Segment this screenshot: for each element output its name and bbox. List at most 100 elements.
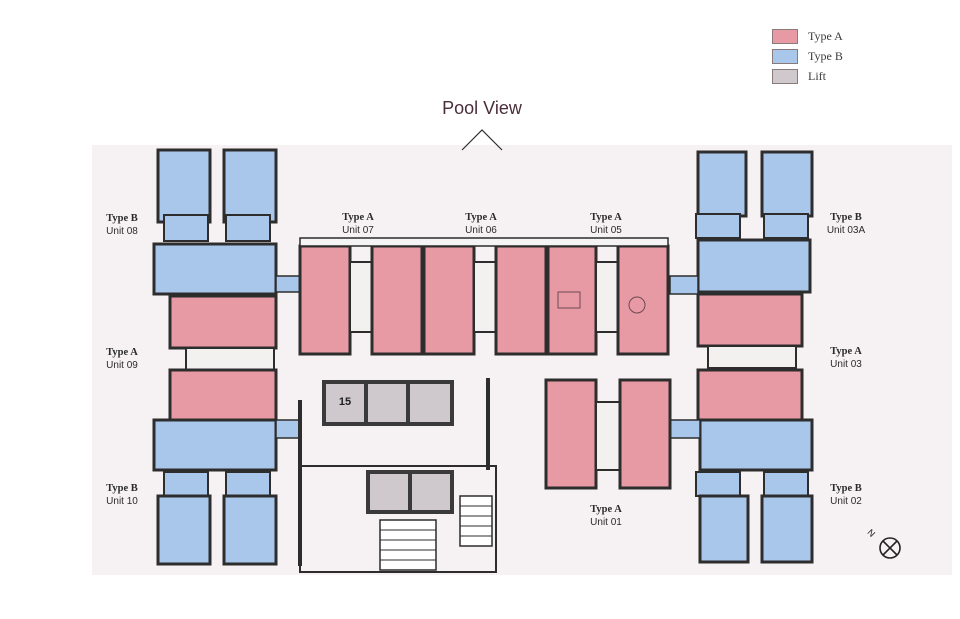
unit-08-bath <box>163 214 209 242</box>
unit-10-room-right <box>222 494 278 566</box>
unit-02-living <box>698 418 814 472</box>
unit-03-top <box>696 292 804 348</box>
unit-label-02[interactable]: Type B Unit 02 <box>806 482 886 508</box>
legend-label: Type A <box>808 28 843 43</box>
stair-flight-2 <box>459 495 493 547</box>
lift-shaft-5 <box>412 474 450 510</box>
legend-label: Type B <box>808 48 843 63</box>
unit-07-room-a <box>298 244 352 356</box>
pool-view-arrow <box>461 129 503 151</box>
pool-view-label: Pool View <box>442 98 522 118</box>
unit-05-table <box>628 296 646 314</box>
unit-number: Unit 10 <box>106 496 138 507</box>
unit-label-03a[interactable]: Type B Unit 03A <box>806 211 886 237</box>
unit-09-bath <box>185 347 275 371</box>
left-corridor-bottom <box>275 419 301 439</box>
lift-shaft-1 <box>326 384 364 422</box>
unit-number: Unit 09 <box>106 360 138 371</box>
legend-label: Lift <box>808 68 826 83</box>
unit-03a-block[interactable] <box>695 150 814 294</box>
legend-swatch-type-a <box>772 28 798 44</box>
compass-icon: N <box>865 526 906 566</box>
unit-01-block[interactable] <box>544 378 672 490</box>
unit-03-bottom <box>696 368 804 422</box>
unit-label-06[interactable]: Type A Unit 06 <box>441 211 521 237</box>
right-corridor-top <box>669 275 699 295</box>
unit-09-bottom <box>168 368 278 422</box>
lift-shaft-4 <box>370 474 408 510</box>
unit-label-09[interactable]: Type A Unit 09 <box>82 346 162 372</box>
unit-type: Type B <box>830 212 862 223</box>
unit-07-room-b <box>370 244 424 356</box>
unit-08-living <box>152 242 278 296</box>
unit-01-room-a <box>544 378 598 490</box>
legend-item-lift: Lift <box>772 66 882 86</box>
unit-08-block[interactable] <box>152 148 278 296</box>
unit-type: Type A <box>342 212 374 223</box>
unit-07-bath <box>349 261 373 333</box>
unit-type: Type A <box>830 346 862 357</box>
unit-10-block[interactable] <box>152 418 278 566</box>
unit-07-block[interactable] <box>298 244 424 356</box>
unit-05-sofa <box>557 291 581 309</box>
unit-10-bath <box>163 471 209 497</box>
unit-number: Unit 03A <box>826 225 866 236</box>
unit-number: Unit 05 <box>590 225 622 236</box>
unit-03a-bath-2 <box>763 213 809 239</box>
legend-swatch-type-b <box>772 48 798 64</box>
unit-label-01[interactable]: Type A Unit 01 <box>566 503 646 529</box>
unit-08-room-left <box>156 148 212 224</box>
unit-03a-bath <box>695 213 741 239</box>
unit-type: Type A <box>590 504 622 515</box>
unit-03-block[interactable] <box>696 292 804 422</box>
unit-01-room-b <box>618 378 672 490</box>
unit-type: Type A <box>590 212 622 223</box>
unit-06-room-b <box>494 244 548 356</box>
compass-glyph <box>879 537 901 559</box>
unit-number: Unit 01 <box>590 517 622 528</box>
unit-label-10[interactable]: Type B Unit 10 <box>82 482 162 508</box>
unit-type: Type B <box>106 213 138 224</box>
unit-06-block[interactable] <box>422 244 548 356</box>
lift-core-lower <box>366 470 454 514</box>
unit-10-room-left <box>156 494 212 566</box>
unit-label-05[interactable]: Type A Unit 05 <box>566 211 646 237</box>
unit-type: Type A <box>106 347 138 358</box>
unit-06-room-a <box>422 244 476 356</box>
legend-item-type-b: Type B <box>772 46 882 66</box>
legend-item-type-a: Type A <box>772 26 882 46</box>
lift-core-upper <box>322 380 454 426</box>
unit-09-top <box>168 294 278 350</box>
right-corridor-bottom <box>669 419 701 439</box>
unit-05-block[interactable] <box>546 244 670 356</box>
unit-09-block[interactable] <box>168 294 278 422</box>
unit-03a-living <box>696 238 812 294</box>
unit-06-bath <box>473 261 497 333</box>
unit-type: Type B <box>830 483 862 494</box>
unit-10-living <box>152 418 278 472</box>
unit-02-room-left <box>698 494 750 564</box>
lift-number: 15 <box>338 396 352 408</box>
unit-03-bath <box>707 345 797 369</box>
unit-label-03[interactable]: Type A Unit 03 <box>806 345 886 371</box>
unit-02-bath <box>695 471 741 497</box>
legend-swatch-lift <box>772 68 798 84</box>
unit-label-07[interactable]: Type A Unit 07 <box>318 211 398 237</box>
corridor-wall-left <box>298 400 302 566</box>
unit-08-room-right <box>222 148 278 224</box>
unit-number: Unit 06 <box>465 225 497 236</box>
unit-02-block[interactable] <box>695 418 814 564</box>
unit-10-bath-2 <box>225 471 271 497</box>
corridor-wall-right <box>486 378 490 470</box>
unit-03a-room-left <box>696 150 748 218</box>
unit-number: Unit 07 <box>342 225 374 236</box>
unit-01-bath <box>595 401 621 471</box>
unit-03a-room-right <box>760 150 814 218</box>
unit-label-08[interactable]: Type B Unit 08 <box>82 212 162 238</box>
unit-05-room-a <box>546 244 598 356</box>
unit-number: Unit 08 <box>106 226 138 237</box>
unit-08-bath-2 <box>225 214 271 242</box>
unit-05-bath <box>595 261 619 333</box>
top-corridor <box>299 237 669 247</box>
